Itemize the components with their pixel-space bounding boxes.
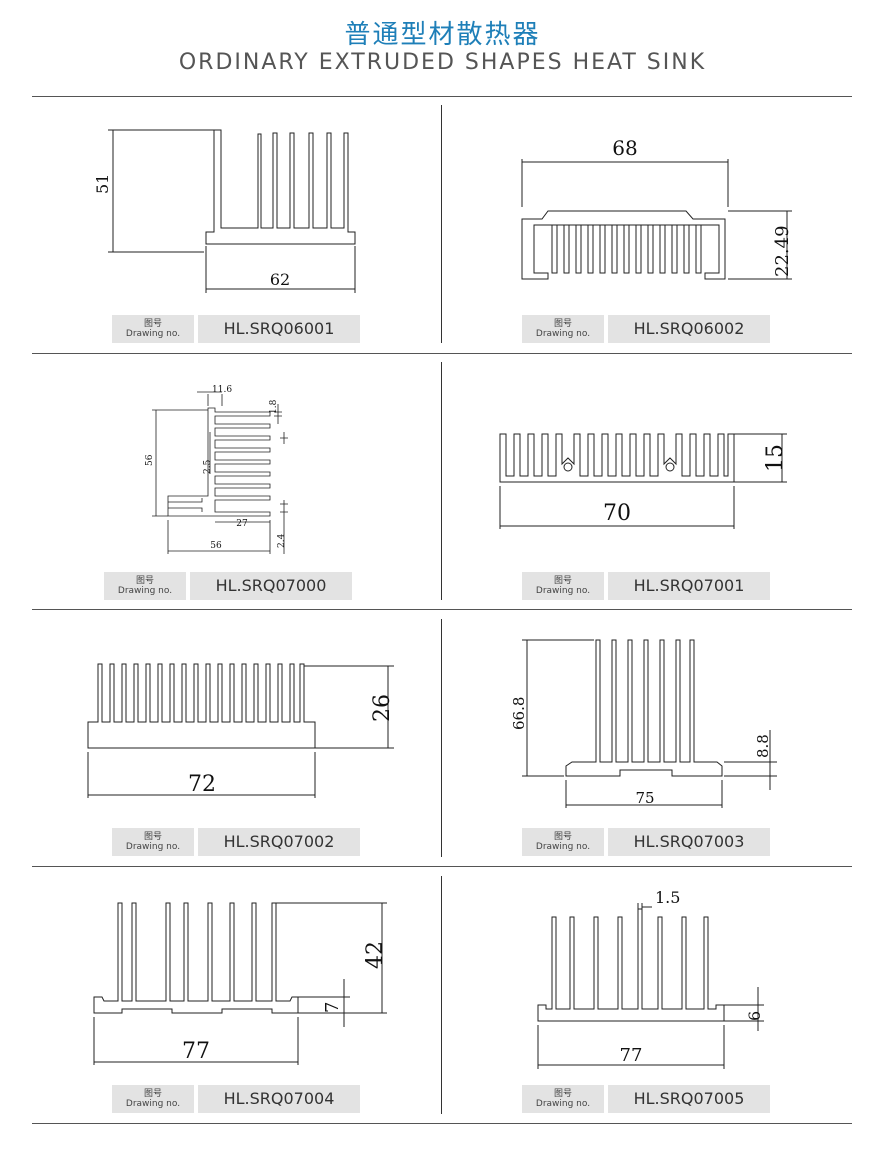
dimension-label: 56	[145, 454, 155, 466]
dimension-label: 62	[270, 270, 290, 289]
dimension-label: 7	[322, 1002, 343, 1013]
row-divider	[32, 609, 852, 610]
dimension-label: 72	[188, 772, 216, 797]
dimension-label: 77	[620, 1045, 643, 1066]
profile-drawing-srq06001: 51 62	[93, 129, 356, 293]
profile-drawing-srq07000: 11.6 1.8 56 2.5 27 56 2.4	[145, 385, 288, 554]
dimension-label: 2.4	[277, 533, 287, 548]
profile-drawing-srq07005: 1.5 6 77	[537, 888, 764, 1069]
drawing-number: HL.SRQ07003	[608, 828, 770, 856]
dimension-label: 1.8	[269, 399, 279, 414]
dimension-label: 8.8	[754, 734, 772, 758]
row-divider	[32, 353, 852, 354]
dimension-label: 6	[745, 1011, 764, 1021]
profile-drawing-srq06002: 68 22.49	[521, 136, 793, 280]
page-title-english: ORDINARY EXTRUDED SHAPES HEAT SINK	[178, 50, 707, 75]
column-divider	[441, 876, 442, 1114]
profile-drawing-srq07002: 26 72	[87, 663, 395, 798]
dimension-label: 11.6	[212, 385, 232, 395]
profile-drawing-srq07001: 15 70	[499, 433, 788, 529]
page-title-chinese: 普通型材散热器	[344, 20, 541, 50]
dimension-label: 70	[603, 501, 631, 526]
drawing-number: HL.SRQ06002	[608, 315, 770, 343]
dimension-label: 1.5	[655, 888, 680, 907]
dimension-label: 66.8	[510, 697, 528, 730]
column-divider	[441, 619, 442, 857]
dimension-label: 77	[182, 1039, 210, 1064]
dimension-label: 27	[236, 519, 248, 529]
profile-drawing-srq07004: 42 7 77	[93, 902, 388, 1065]
column-divider	[441, 362, 442, 600]
profile-drawing-srq07003: 66.8 8.8 75	[510, 639, 777, 808]
dimension-label: 2.5	[203, 459, 213, 474]
dimension-label: 22.49	[772, 225, 793, 277]
dimension-label: 51	[93, 174, 112, 194]
row-divider	[32, 96, 852, 97]
dimension-label: 26	[370, 694, 395, 722]
drawing-number: HL.SRQ07005	[608, 1085, 770, 1113]
row-divider	[32, 1123, 852, 1124]
dimension-label: 56	[210, 541, 222, 551]
dimension-label: 15	[763, 444, 788, 472]
column-divider	[441, 105, 442, 343]
drawing-number: HL.SRQ07000	[190, 572, 352, 600]
dimension-label: 75	[635, 789, 654, 807]
row-divider	[32, 866, 852, 867]
drawing-number: HL.SRQ06001	[198, 315, 360, 343]
dimension-label: 42	[363, 941, 388, 969]
drawing-number: HL.SRQ07001	[608, 572, 770, 600]
dimension-label: 68	[612, 136, 637, 160]
drawing-number: HL.SRQ07004	[198, 1085, 360, 1113]
drawing-number: HL.SRQ07002	[198, 828, 360, 856]
